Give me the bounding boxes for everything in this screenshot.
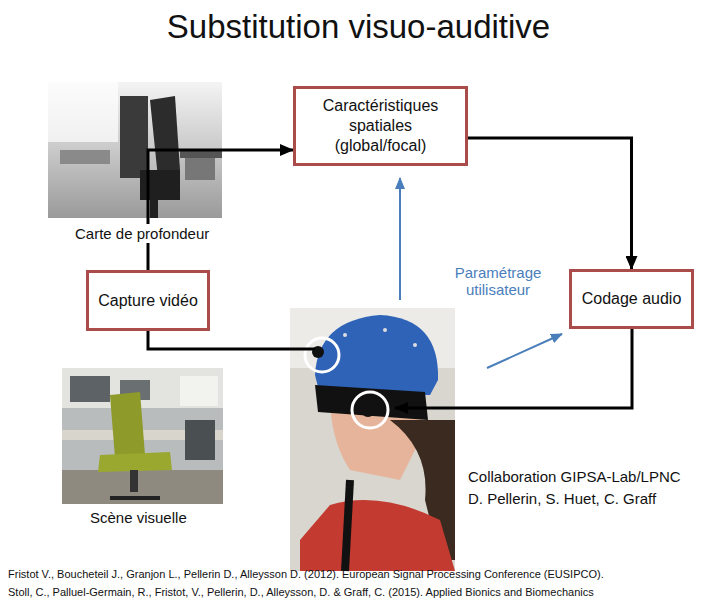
box-label: Caractéristiques spatiales (global/focal… bbox=[318, 96, 443, 156]
process-box: Caractéristiques spatiales (global/focal… bbox=[293, 86, 468, 166]
flow-arrow bbox=[148, 150, 293, 270]
caption-label: Carte de profondeur bbox=[72, 224, 212, 243]
param-arrow bbox=[399, 178, 401, 300]
param-arrow bbox=[487, 334, 562, 368]
audio-wire bbox=[395, 329, 632, 408]
process-box: Codage audio bbox=[569, 269, 694, 329]
reference-text: Fristot V., Boucheteil J., Granjon L., P… bbox=[8, 568, 604, 580]
slide-title: Substitution visuo-auditive bbox=[0, 8, 717, 46]
video-wire bbox=[148, 331, 315, 349]
box-label: Codage audio bbox=[582, 289, 682, 309]
caption-label: Paramétrage utilisateur bbox=[442, 264, 554, 298]
person-photo bbox=[290, 308, 455, 571]
caption-label: Scène visuelle bbox=[90, 509, 187, 526]
flow-arrow bbox=[468, 138, 632, 269]
reference-text: Stoll, C., Palluel-Germain, R., Fristot,… bbox=[8, 586, 594, 598]
scene-photo bbox=[62, 368, 223, 504]
box-label: Capture vidéo bbox=[98, 291, 198, 311]
process-box: Capture vidéo bbox=[86, 270, 210, 331]
caption-label: D. Pellerin, S. Huet, C. Graff bbox=[468, 490, 656, 507]
caption-label: Collaboration GIPSA-Lab/LPNC bbox=[468, 468, 681, 485]
